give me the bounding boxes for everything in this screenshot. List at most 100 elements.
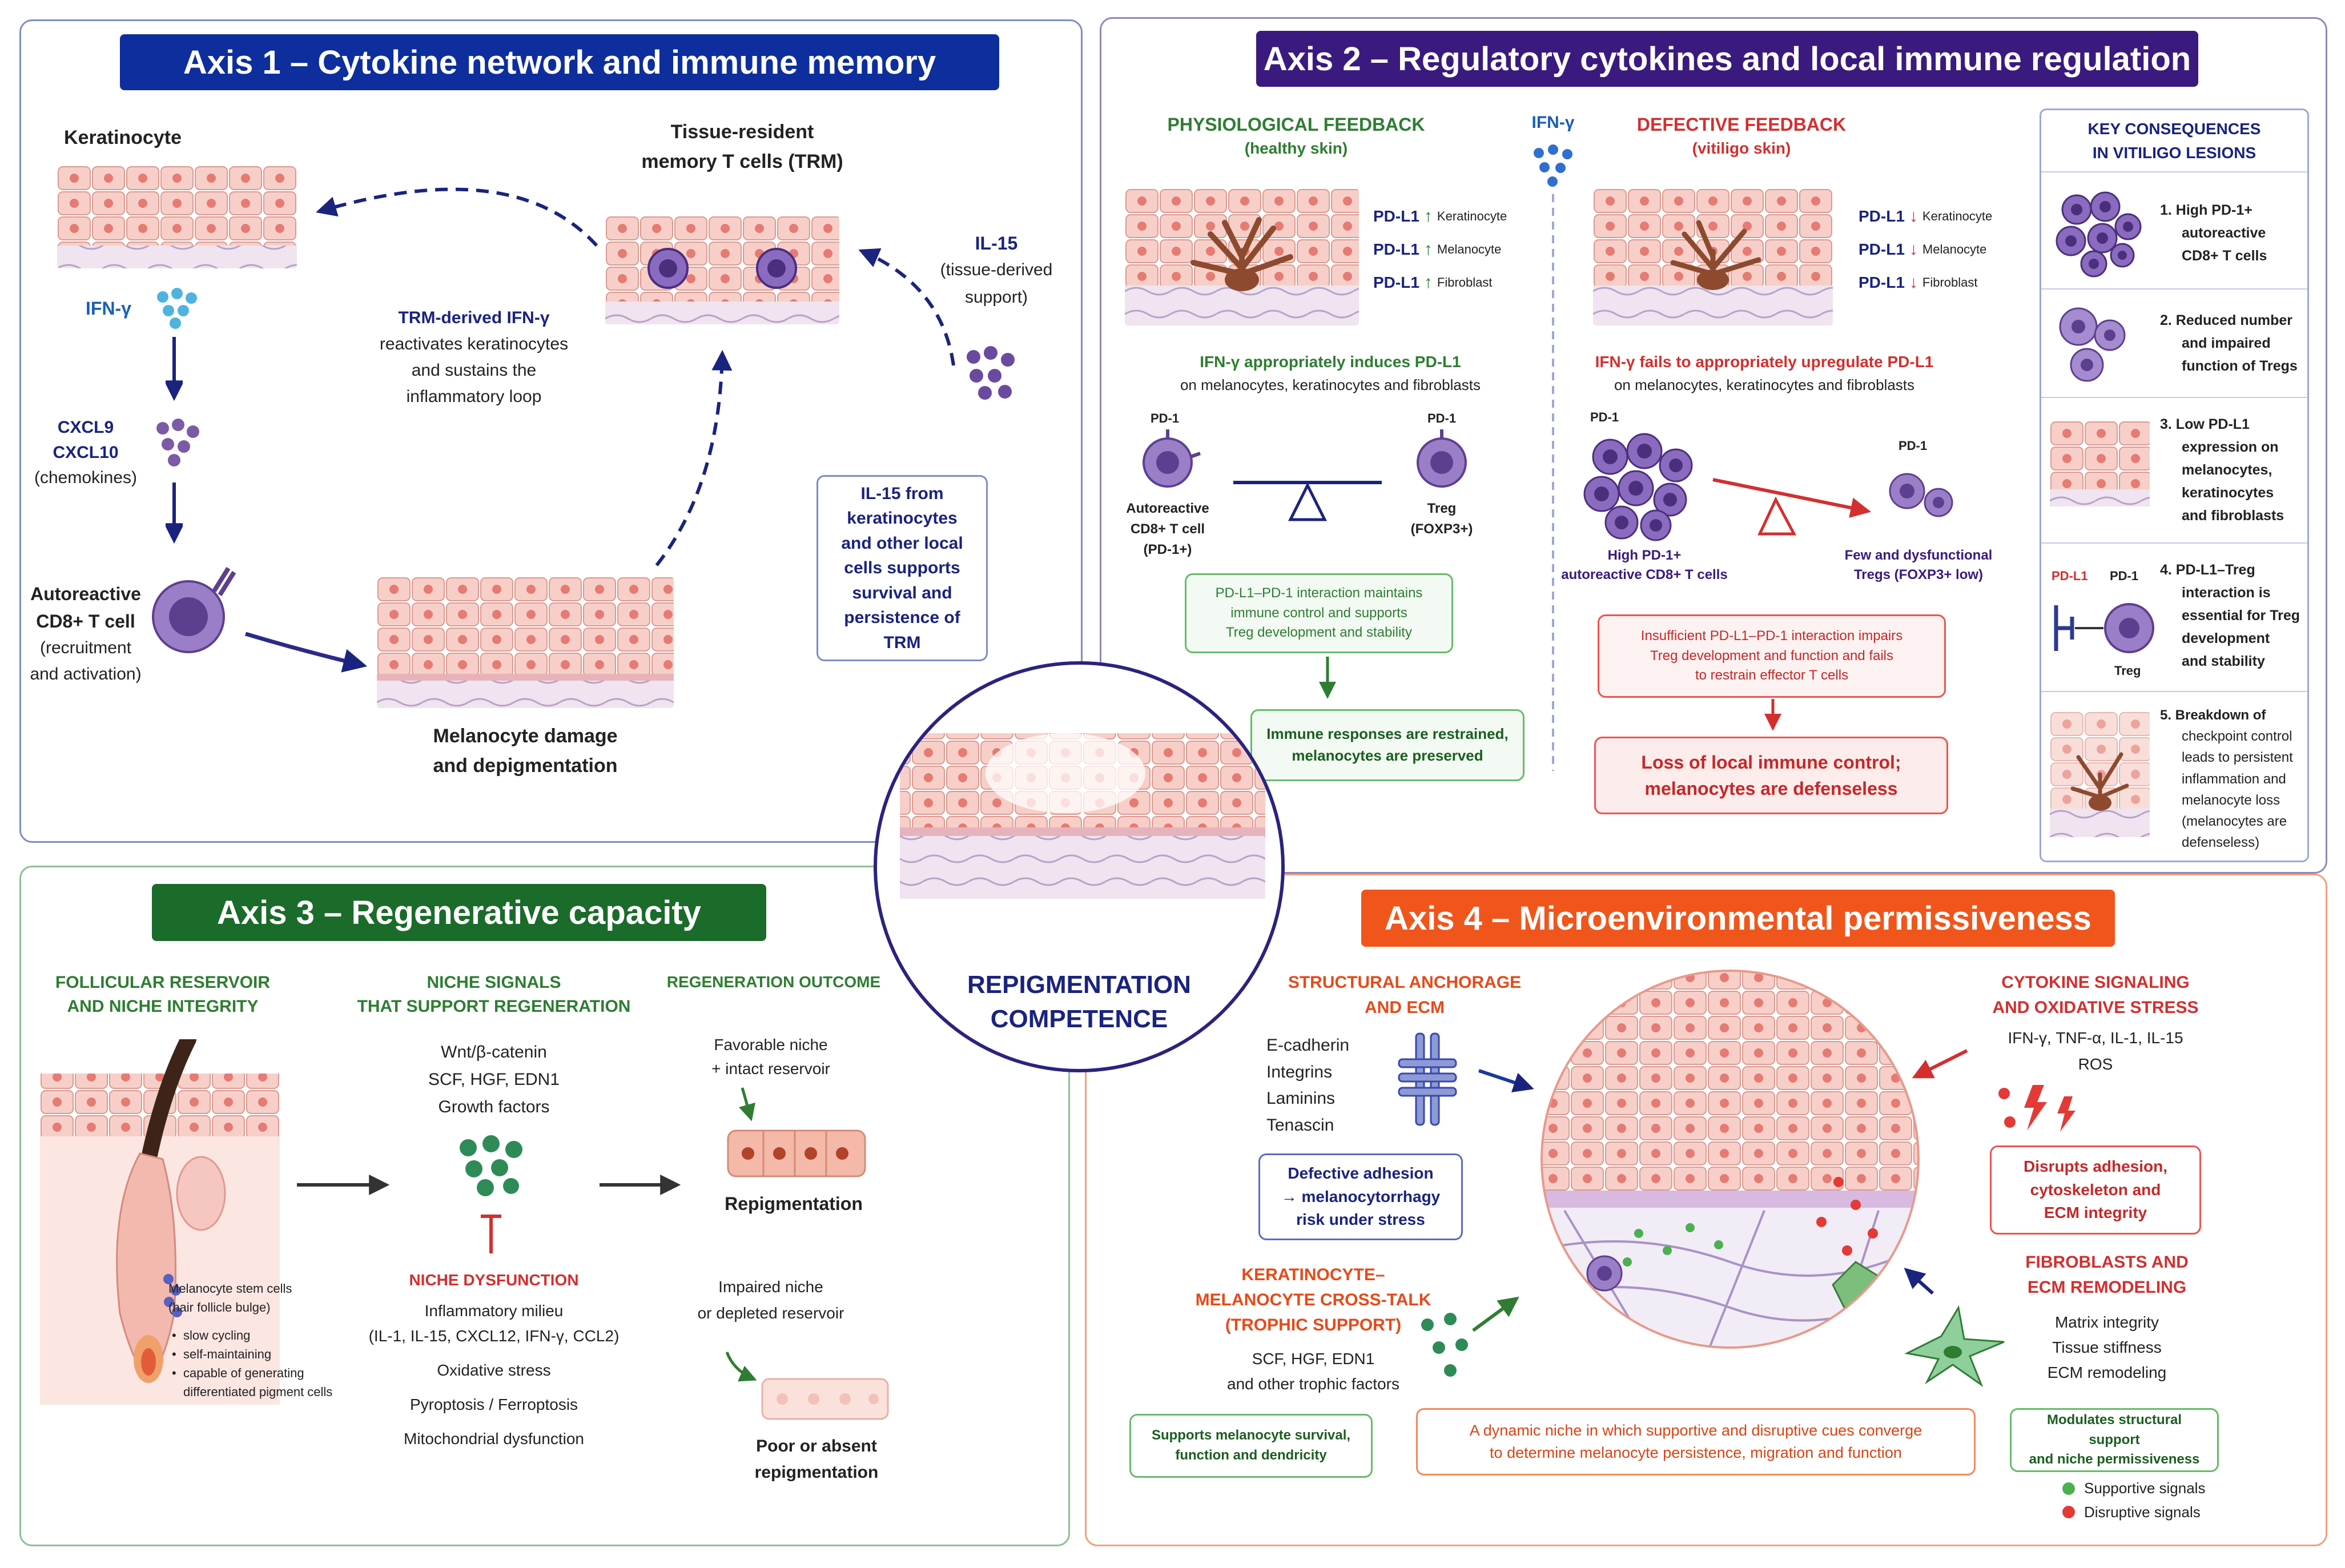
depigmented-cells-icon xyxy=(761,1378,889,1420)
keratinocyte-label: Keratinocyte xyxy=(64,127,182,148)
phys-sub: (healthy skin) xyxy=(1244,139,1348,157)
struct-item: Laminins xyxy=(1266,1089,1336,1108)
il15-box-line-1: IL-15 from xyxy=(860,484,944,503)
integrin-receptor-icon xyxy=(1398,1032,1457,1126)
chemokine-note: (chemokines) xyxy=(34,468,138,487)
consequence-4-line: essential for Treg xyxy=(2182,608,2300,624)
down-arrow-icon: ↓ xyxy=(1909,207,1918,226)
chemokine-cxcl9: CXCL9 xyxy=(57,418,114,437)
arrow-follicle-to-signals xyxy=(297,1175,390,1195)
stem-label-1: Melanocyte stem cells xyxy=(168,1281,292,1296)
dynamic-line-2: to determine melanocyte persistence, mig… xyxy=(1490,1444,1902,1461)
high-pd1-1: High PD-1+ xyxy=(1607,548,1682,563)
il15-box-line-3: and other local xyxy=(841,533,963,553)
pdl1-cell: Keratinocyte xyxy=(1922,209,1993,223)
c4-pd1: PD-1 xyxy=(2110,569,2139,583)
hair-follicle-icon xyxy=(40,1039,280,1405)
struct-item: E-cadherin xyxy=(1266,1036,1350,1055)
disrupt-box: Disrupts adhesion, cytoskeleton and ECM … xyxy=(1990,1145,2201,1235)
trm-tissue xyxy=(605,216,839,324)
struct-items: E-cadherin Integrins Laminins Tenascin xyxy=(1266,1032,1349,1139)
arrow-struct-to-niche xyxy=(1478,1069,1534,1092)
pdl1-cell: Keratinocyte xyxy=(1437,209,1507,223)
ifng-molecules-icon xyxy=(157,288,197,329)
cd8-label-4: and activation) xyxy=(30,665,142,684)
arrow-def-down xyxy=(1764,699,1781,731)
high-pd1-cluster-icon xyxy=(1583,433,1693,541)
pdl1-treg-interaction-icon xyxy=(2054,603,2154,653)
def-sub: (vitiligo skin) xyxy=(1692,139,1791,157)
legend-item-disruptive: Disruptive signals xyxy=(2062,1501,2205,1525)
treg-icon xyxy=(1417,429,1467,488)
def-box-2-line-2: melanocytes are defenseless xyxy=(1644,778,1898,799)
il15-molecules-icon xyxy=(967,346,1015,400)
melanocyte-damage-tissue xyxy=(377,577,674,708)
phys-box-1: PD-L1–PD-1 interaction maintains immune … xyxy=(1185,573,1453,653)
legend-label: Supportive signals xyxy=(2084,1479,2206,1497)
consequence-4-line: and stability xyxy=(2182,653,2265,669)
signal-2: SCF, HGF, EDN1 xyxy=(428,1070,560,1089)
chemokine-cxcl10: CXCL10 xyxy=(53,443,119,462)
niche-dysfunction-title: NICHE DYSFUNCTION xyxy=(409,1271,579,1289)
struct-item: Tenascin xyxy=(1266,1115,1334,1135)
key-title-1: KEY CONSEQUENCES xyxy=(2087,120,2261,138)
repigmented-cells-icon xyxy=(727,1129,866,1177)
def-title: DEFECTIVE FEEDBACK xyxy=(1636,114,1847,135)
arrow-impaired xyxy=(725,1352,757,1382)
favorable-2: + intact reservoir xyxy=(711,1060,830,1078)
struct-item: Integrins xyxy=(1266,1062,1333,1081)
phys-box-1-line-1: PD-L1–PD-1 interaction maintains xyxy=(1215,585,1423,601)
adhesion-line-3: risk under stress xyxy=(1296,1211,1425,1229)
healthy-skin-tissue xyxy=(1125,188,1359,325)
vitiligo-skin-tissue xyxy=(1593,188,1833,325)
consequence-2-line: 2. Reduced number xyxy=(2160,312,2292,328)
signal-legend: Supportive signals Disruptive signals xyxy=(2062,1477,2205,1524)
melanocyte-damage-1: Melanocyte damage xyxy=(433,725,618,747)
disrupt-line-1: Disrupts adhesion, xyxy=(2023,1157,2168,1176)
fibro-title-2: ECM REMODELING xyxy=(2027,1278,2187,1297)
chemokine-molecules-icon xyxy=(156,419,199,467)
down-arrow-icon: ↓ xyxy=(1909,240,1918,259)
cyto-title-1: CYTOKINE SIGNALING xyxy=(2001,973,2190,992)
melanocyte-damage-2: and depigmentation xyxy=(433,755,618,777)
few-treg-2: Tregs (FOXP3+ low) xyxy=(1853,567,1984,582)
signal-1: Wnt/β-catenin xyxy=(441,1043,547,1062)
modulates-line-1: Modulates structural support xyxy=(2046,1412,2182,1448)
phys-pdl1-list: PD-L1 ↑ Keratinocyte PD-L1 ↑ Melanocyte … xyxy=(1373,200,1544,299)
axis4-panel xyxy=(1085,874,2327,1546)
phys-box-2-line-2: melanocytes are preserved xyxy=(1292,747,1483,764)
a3-col3-title: REGENERATION OUTCOME xyxy=(666,973,881,991)
axis2-title: Axis 2 – Regulatory cytokines and local … xyxy=(1256,31,2198,87)
consequence-5-line: defenseless) xyxy=(2182,835,2260,851)
consequence-5-line: melanocyte loss xyxy=(2182,792,2280,808)
stem-bullets: •slow cycling •self-maintaining •capable… xyxy=(168,1326,357,1401)
adhesion-box: Defective adhesion → melanocytorrhagy ri… xyxy=(1258,1153,1463,1240)
stem-label-2: (hair follicle bulge) xyxy=(168,1300,271,1314)
il15-box-line-5: survival and xyxy=(852,583,952,602)
consequence-2: 2. Reduced number and impaired function … xyxy=(2041,288,2307,398)
def-box-2-line-1: Loss of local immune control; xyxy=(1641,751,1901,773)
consequence-3: 3. Low PD-L1 expression on melanocytes, … xyxy=(2041,397,2307,544)
arrow-damage-to-trm xyxy=(655,349,733,566)
kc-title-3: (TROPHIC SUPPORT) xyxy=(1225,1316,1402,1334)
cyto-item-2: ROS xyxy=(2078,1055,2113,1073)
ifng-center-divider xyxy=(1552,194,1554,771)
consequence-4: PD-L1 PD-1 Treg 4. PD-L1–Treg interactio… xyxy=(2041,542,2307,692)
kc-title-1: KERATINOCYTE– xyxy=(1241,1265,1385,1284)
high-pd1-2: autoreactive CD8+ T cells xyxy=(1561,567,1728,582)
axis4-title: Axis 4 – Microenvironmental permissivene… xyxy=(1361,890,2115,947)
il15-box-line-4: cells supports xyxy=(844,558,960,578)
consequence-5-line: checkpoint control xyxy=(2182,729,2292,745)
down-arrow-icon: ↓ xyxy=(1909,273,1918,292)
treg-pair-icon xyxy=(2059,307,2126,382)
def-pdl1-row: PD-L1 ↓ Melanocyte xyxy=(1859,233,2024,266)
cd8-t-cell-icon xyxy=(152,566,236,653)
trm-title-2: memory T cells (TRM) xyxy=(641,151,843,172)
legend-item-supportive: Supportive signals xyxy=(2062,1477,2205,1501)
consequence-5-line: inflammation and xyxy=(2182,771,2286,787)
cd8-cluster-icon xyxy=(2056,191,2142,278)
phys-pdl1-row: PD-L1 ↑ Melanocyte xyxy=(1373,233,1544,266)
il15-label: IL-15 xyxy=(975,233,1018,254)
consequence-5-line: (melanocytes are xyxy=(2182,813,2287,829)
stem-bullet: •slow cycling xyxy=(172,1328,251,1342)
